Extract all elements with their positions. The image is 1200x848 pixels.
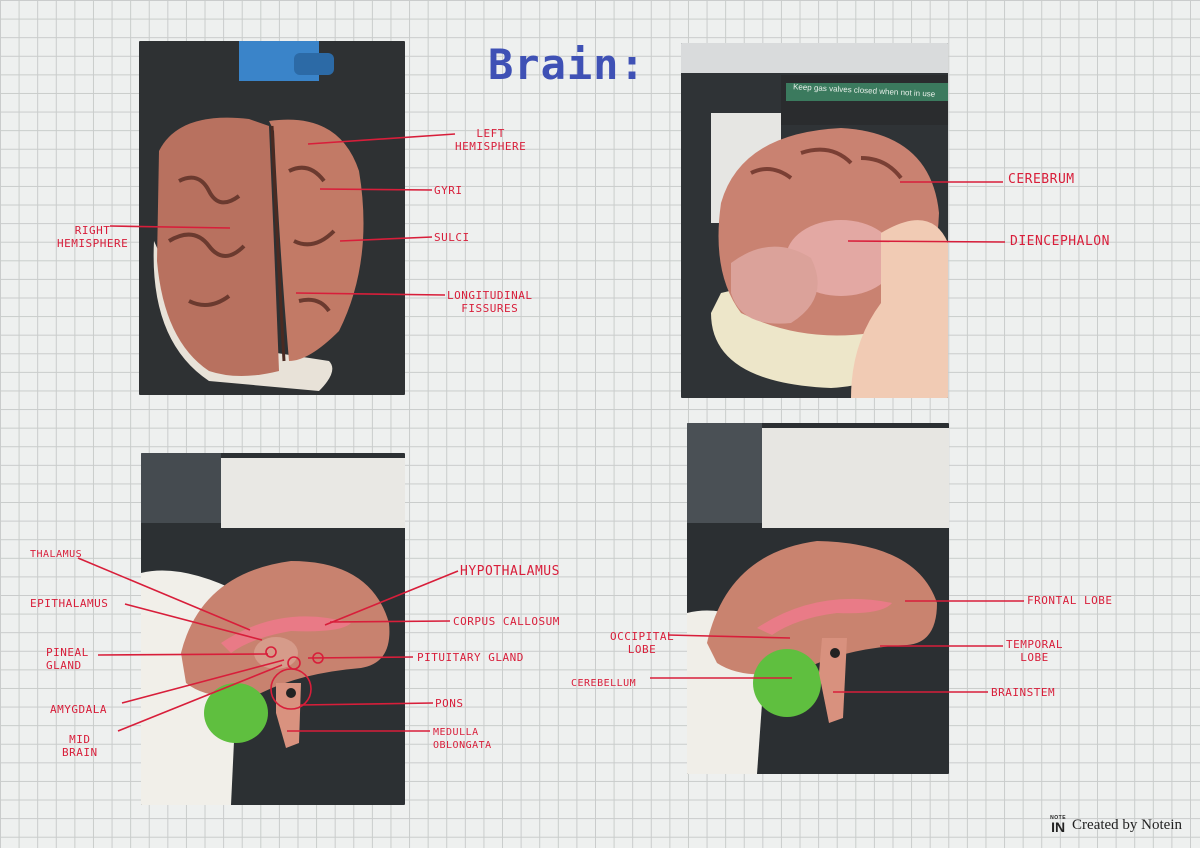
label-diencephalon: DIENCEPHALON bbox=[1010, 234, 1110, 249]
label-pineal-gland: PINEAL GLAND bbox=[46, 646, 89, 672]
label-brainstem: BRAINSTEM bbox=[991, 686, 1056, 699]
label-temporal-lobe: TEMPORAL LOBE bbox=[1006, 638, 1063, 664]
photo-brain-cerebrum-diencephalon: Keep gas valves closed when not in use bbox=[681, 43, 948, 398]
label-left-hemisphere: LEFT HEMISPHERE bbox=[455, 127, 527, 153]
label-corpus-callosum: CORPUS CALLOSUM bbox=[453, 615, 560, 628]
label-epithalamus: EPITHALAMUS bbox=[30, 597, 109, 610]
label-pituitary-gland: PITUITARY GLAND bbox=[417, 651, 524, 664]
label-occipital-lobe: OCCIPITAL LOBE bbox=[610, 630, 675, 656]
notein-logo: NOTE IN bbox=[1050, 815, 1067, 835]
label-hypothalamus: HYPOTHALAMUS bbox=[460, 564, 560, 579]
label-sulci: SULCI bbox=[434, 231, 470, 244]
photo-brain-sagittal-left bbox=[141, 453, 405, 805]
label-longitudinal-fissures: LONGITUDINAL FISSURES bbox=[447, 289, 533, 315]
credit-footer: NOTE IN Created by Notein bbox=[1050, 815, 1182, 835]
label-pons: PONS bbox=[435, 697, 464, 710]
label-mid-brain: MID BRAIN bbox=[62, 733, 98, 759]
label-thalamus: THALAMUS bbox=[30, 549, 83, 560]
label-cerebrum: CEREBRUM bbox=[1008, 172, 1075, 187]
label-amygdala: AMYGDALA bbox=[50, 703, 107, 716]
credit-text: Created by Notein bbox=[1072, 816, 1182, 833]
photo-brain-sagittal-right bbox=[687, 423, 949, 774]
photo-brain-top-view bbox=[139, 41, 405, 395]
page-title: Brain: bbox=[488, 40, 646, 89]
label-frontal-lobe: FRONTAL LOBE bbox=[1027, 594, 1113, 607]
label-gyri: GYRI bbox=[434, 184, 463, 197]
label-right-hemisphere: RIGHT HEMISPHERE bbox=[57, 224, 129, 250]
label-medulla-oblongata: MEDULLA OBLONGATA bbox=[433, 727, 492, 751]
label-cerebellum: CEREBELLUM bbox=[571, 678, 637, 689]
